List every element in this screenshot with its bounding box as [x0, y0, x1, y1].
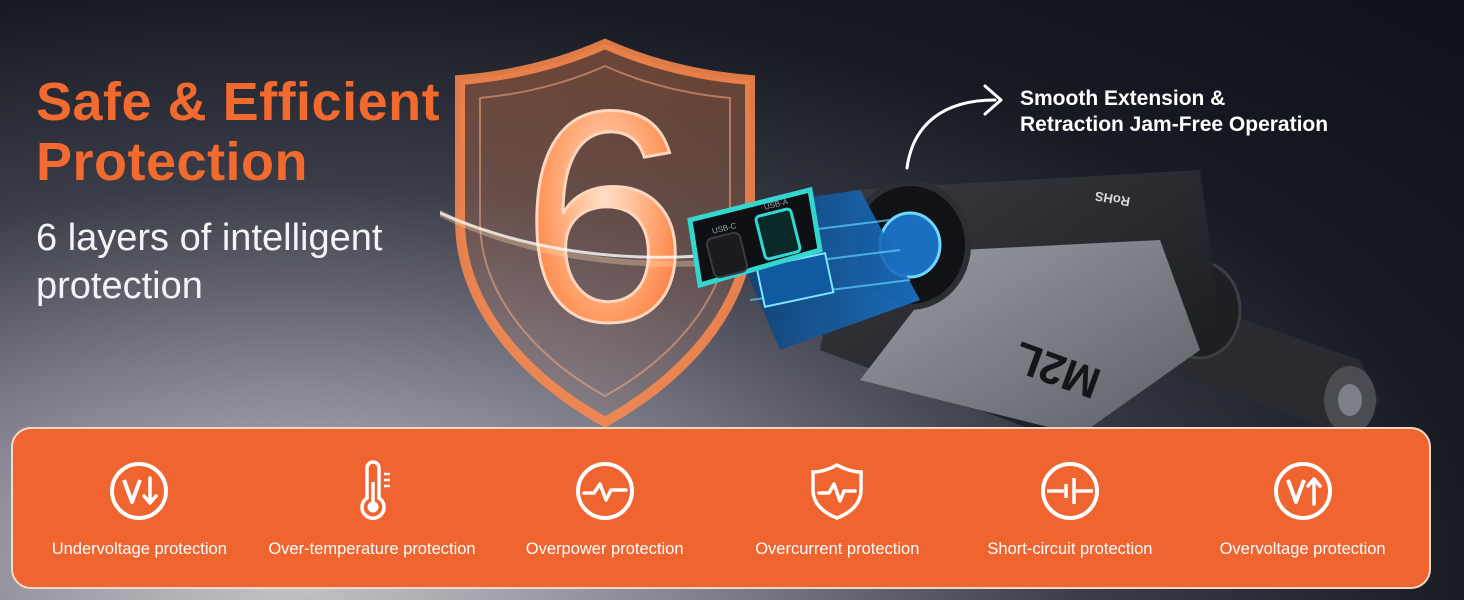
undervoltage-icon — [106, 458, 172, 524]
overvoltage-icon — [1270, 458, 1336, 524]
thermometer-icon — [339, 458, 405, 524]
overpower-icon — [572, 458, 638, 524]
feature-label: Undervoltage protection — [51, 539, 227, 558]
headline-line-2: Protection — [36, 132, 309, 192]
subheadline-line-2: protection — [36, 265, 203, 307]
protection-features-bar: Undervoltage protection Over-temperature… — [11, 427, 1431, 589]
subheadline-line-1: 6 layers of intelligent — [36, 217, 383, 259]
feature-label: Overcurrent protection — [755, 539, 920, 558]
curved-arrow-icon — [895, 78, 1015, 178]
rohs-mark: RoHS — [1093, 189, 1131, 210]
glowing-shield-graphic: 6 — [379, 30, 841, 430]
feature-overcurrent: Overcurrent protection — [727, 458, 947, 559]
feature-over-temperature: Over-temperature protection — [262, 458, 482, 559]
subheadline: 6 layers of intelligent protection — [36, 214, 382, 310]
car-charger-product-image: USB-C USB-A M2L RoHS — [660, 150, 1400, 450]
overcurrent-shield-icon — [804, 458, 870, 524]
feature-short-circuit: Short-circuit protection — [960, 458, 1180, 559]
feature-label: Overpower protection — [525, 539, 684, 558]
callout-line-2: Retraction Jam-Free Operation — [1020, 113, 1329, 136]
feature-label: Over-temperature protection — [268, 539, 476, 558]
callout-line-1: Smooth Extension & — [1020, 87, 1226, 110]
feature-overpower: Overpower protection — [495, 458, 715, 559]
headline-line-1: Safe & Efficient — [36, 72, 441, 132]
feature-callout: Smooth Extension & Retraction Jam-Free O… — [1020, 86, 1328, 138]
shield-number: 6 — [522, 48, 689, 384]
feature-label: Overvoltage protection — [1219, 539, 1386, 558]
feature-label: Short-circuit protection — [987, 539, 1153, 558]
feature-undervoltage: Undervoltage protection — [29, 458, 249, 559]
short-circuit-icon — [1037, 458, 1103, 524]
headline: Safe & Efficient Protection — [36, 72, 440, 192]
hero-banner: Safe & Efficient Protection 6 layers of … — [36, 30, 1380, 440]
feature-overvoltage: Overvoltage protection — [1193, 458, 1413, 559]
